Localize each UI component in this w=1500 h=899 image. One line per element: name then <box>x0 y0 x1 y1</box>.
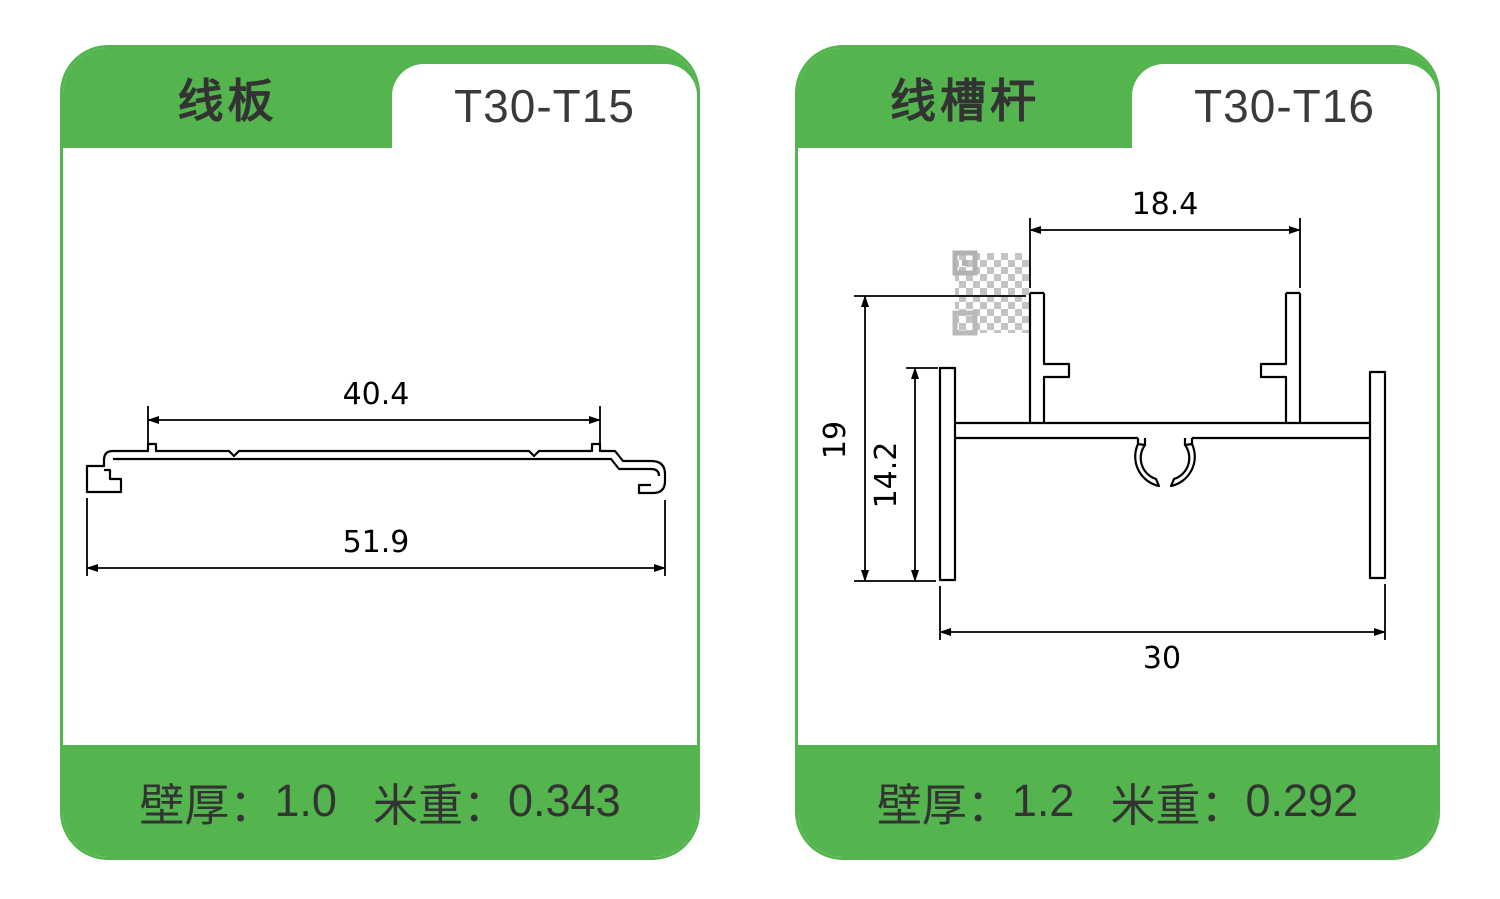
meter-weight-value: 0.292 <box>1245 775 1359 826</box>
profile-drawing: 18.4 <box>818 187 1387 676</box>
meter-weight-label: 米重： <box>1110 779 1246 831</box>
profile-drawing: 40.4 51.9 <box>85 377 667 576</box>
profile-card-t30-t16: 线槽杆 T30-T16 <box>795 45 1440 860</box>
dim-label-inner-width: 40.4 <box>343 377 410 412</box>
qr-watermark <box>952 250 1031 336</box>
card-header: 线板 T30-T15 <box>63 48 697 148</box>
card-header: 线槽杆 T30-T16 <box>798 48 1437 148</box>
dimension-side-height: 14.2 <box>869 367 938 582</box>
dim-label-bottom-width: 30 <box>1143 641 1181 676</box>
profile-name: 线板 <box>177 75 278 127</box>
dim-label-side-height: 14.2 <box>869 442 904 509</box>
meter-weight-value: 0.343 <box>507 775 621 826</box>
dimension-inner-width: 40.4 <box>147 377 601 447</box>
dimension-bottom-width: 30 <box>939 584 1386 676</box>
dim-label-overall-height: 19 <box>818 421 853 459</box>
wall-thickness-value: 1.0 <box>274 775 337 826</box>
profile-card-t30-t15: 线板 T30-T15 40.4 <box>60 45 700 860</box>
spec-footer: 壁厚： 1.0 米重： 0.343 <box>63 745 697 857</box>
model-number-tab: T30-T16 <box>1132 64 1437 148</box>
wall-thickness-label: 壁厚： <box>876 779 1012 831</box>
dimension-overall-height: 19 <box>818 295 1026 582</box>
model-number: T30-T15 <box>454 80 635 132</box>
meter-weight-label: 米重： <box>372 779 508 831</box>
drawing-area: 40.4 51.9 <box>63 148 697 745</box>
dim-label-top-width: 18.4 <box>1132 187 1199 222</box>
dim-label-overall-width: 51.9 <box>343 525 410 560</box>
dimension-overall-width: 51.9 <box>86 498 666 576</box>
aluminum-profile-section <box>938 291 1387 582</box>
model-number-tab: T30-T15 <box>392 64 697 148</box>
profile-name: 线槽杆 <box>890 75 1040 127</box>
dimension-top-width: 18.4 <box>1029 187 1301 288</box>
spec-footer: 壁厚： 1.2 米重： 0.292 <box>798 745 1437 857</box>
wall-thickness-value: 1.2 <box>1011 775 1075 826</box>
wall-thickness-label: 壁厚： <box>139 779 275 831</box>
model-number: T30-T16 <box>1194 80 1375 132</box>
aluminum-profile-section <box>85 442 667 495</box>
drawing-area: 18.4 <box>798 148 1437 745</box>
